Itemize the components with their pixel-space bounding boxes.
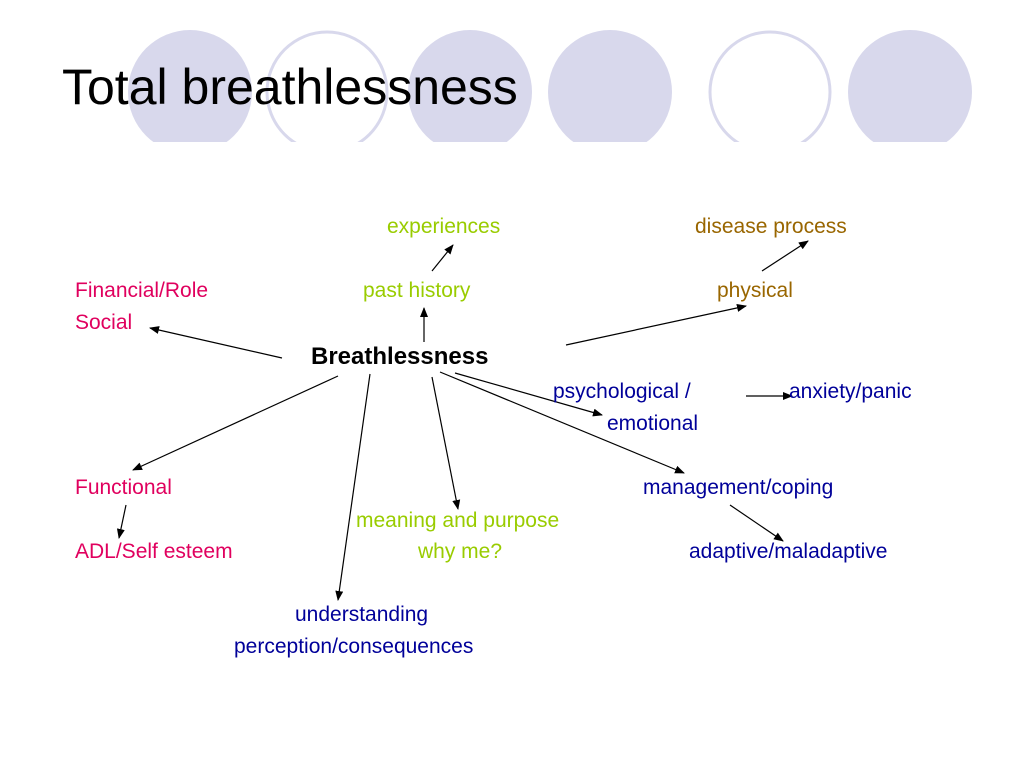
arrow-to-understanding	[335, 373, 371, 601]
arrow-to-meaning	[431, 376, 461, 510]
arrow-to-functional	[132, 375, 339, 471]
arrow-to-social	[149, 326, 283, 359]
node-adaptive-maladaptive: adaptive/maladaptive	[689, 540, 888, 563]
arrow-to-adl	[116, 504, 127, 539]
node-management-coping: management/coping	[643, 476, 834, 499]
node-perception-consequences: perception/consequences	[234, 635, 474, 658]
arrow-to-experiences	[431, 244, 454, 272]
node-past-history: past history	[363, 279, 471, 302]
node-anxiety-panic: anxiety/panic	[789, 380, 912, 403]
deco-circle-filled	[408, 30, 532, 145]
node-disease-process: disease process	[695, 215, 847, 238]
arrow-to-adaptive	[729, 504, 784, 542]
deco-circle-filled	[548, 30, 672, 145]
node-emotional: emotional	[607, 412, 699, 435]
deco-circle-filled	[128, 30, 252, 145]
node-understanding: understanding	[295, 603, 429, 626]
deco-mask	[0, 142, 1024, 145]
node-why-me: why me?	[418, 540, 503, 563]
deco-circle-filled	[848, 30, 972, 145]
page-title: Total breathlessness	[62, 59, 518, 115]
node-functional: Functional	[75, 476, 172, 499]
deco-circle-outline	[708, 30, 832, 145]
node-financial-role: Financial/Role	[75, 279, 209, 302]
decorative-circles	[0, 30, 1024, 145]
node-social: Social	[75, 311, 133, 334]
deco-circle-outline	[265, 30, 389, 145]
node-breathlessness: Breathlessness	[311, 343, 489, 370]
node-psychological: psychological /	[553, 380, 691, 403]
arrow-to-psychological	[454, 372, 603, 417]
node-experiences: experiences	[387, 215, 501, 238]
node-meaning-purpose: meaning and purpose	[356, 509, 560, 532]
node-adl-self-esteem: ADL/Self esteem	[75, 540, 233, 563]
arrow-to-disease-process	[761, 240, 809, 272]
node-physical: physical	[717, 279, 793, 302]
arrow-to-management	[439, 371, 685, 474]
arrow-to-physical	[565, 303, 747, 346]
